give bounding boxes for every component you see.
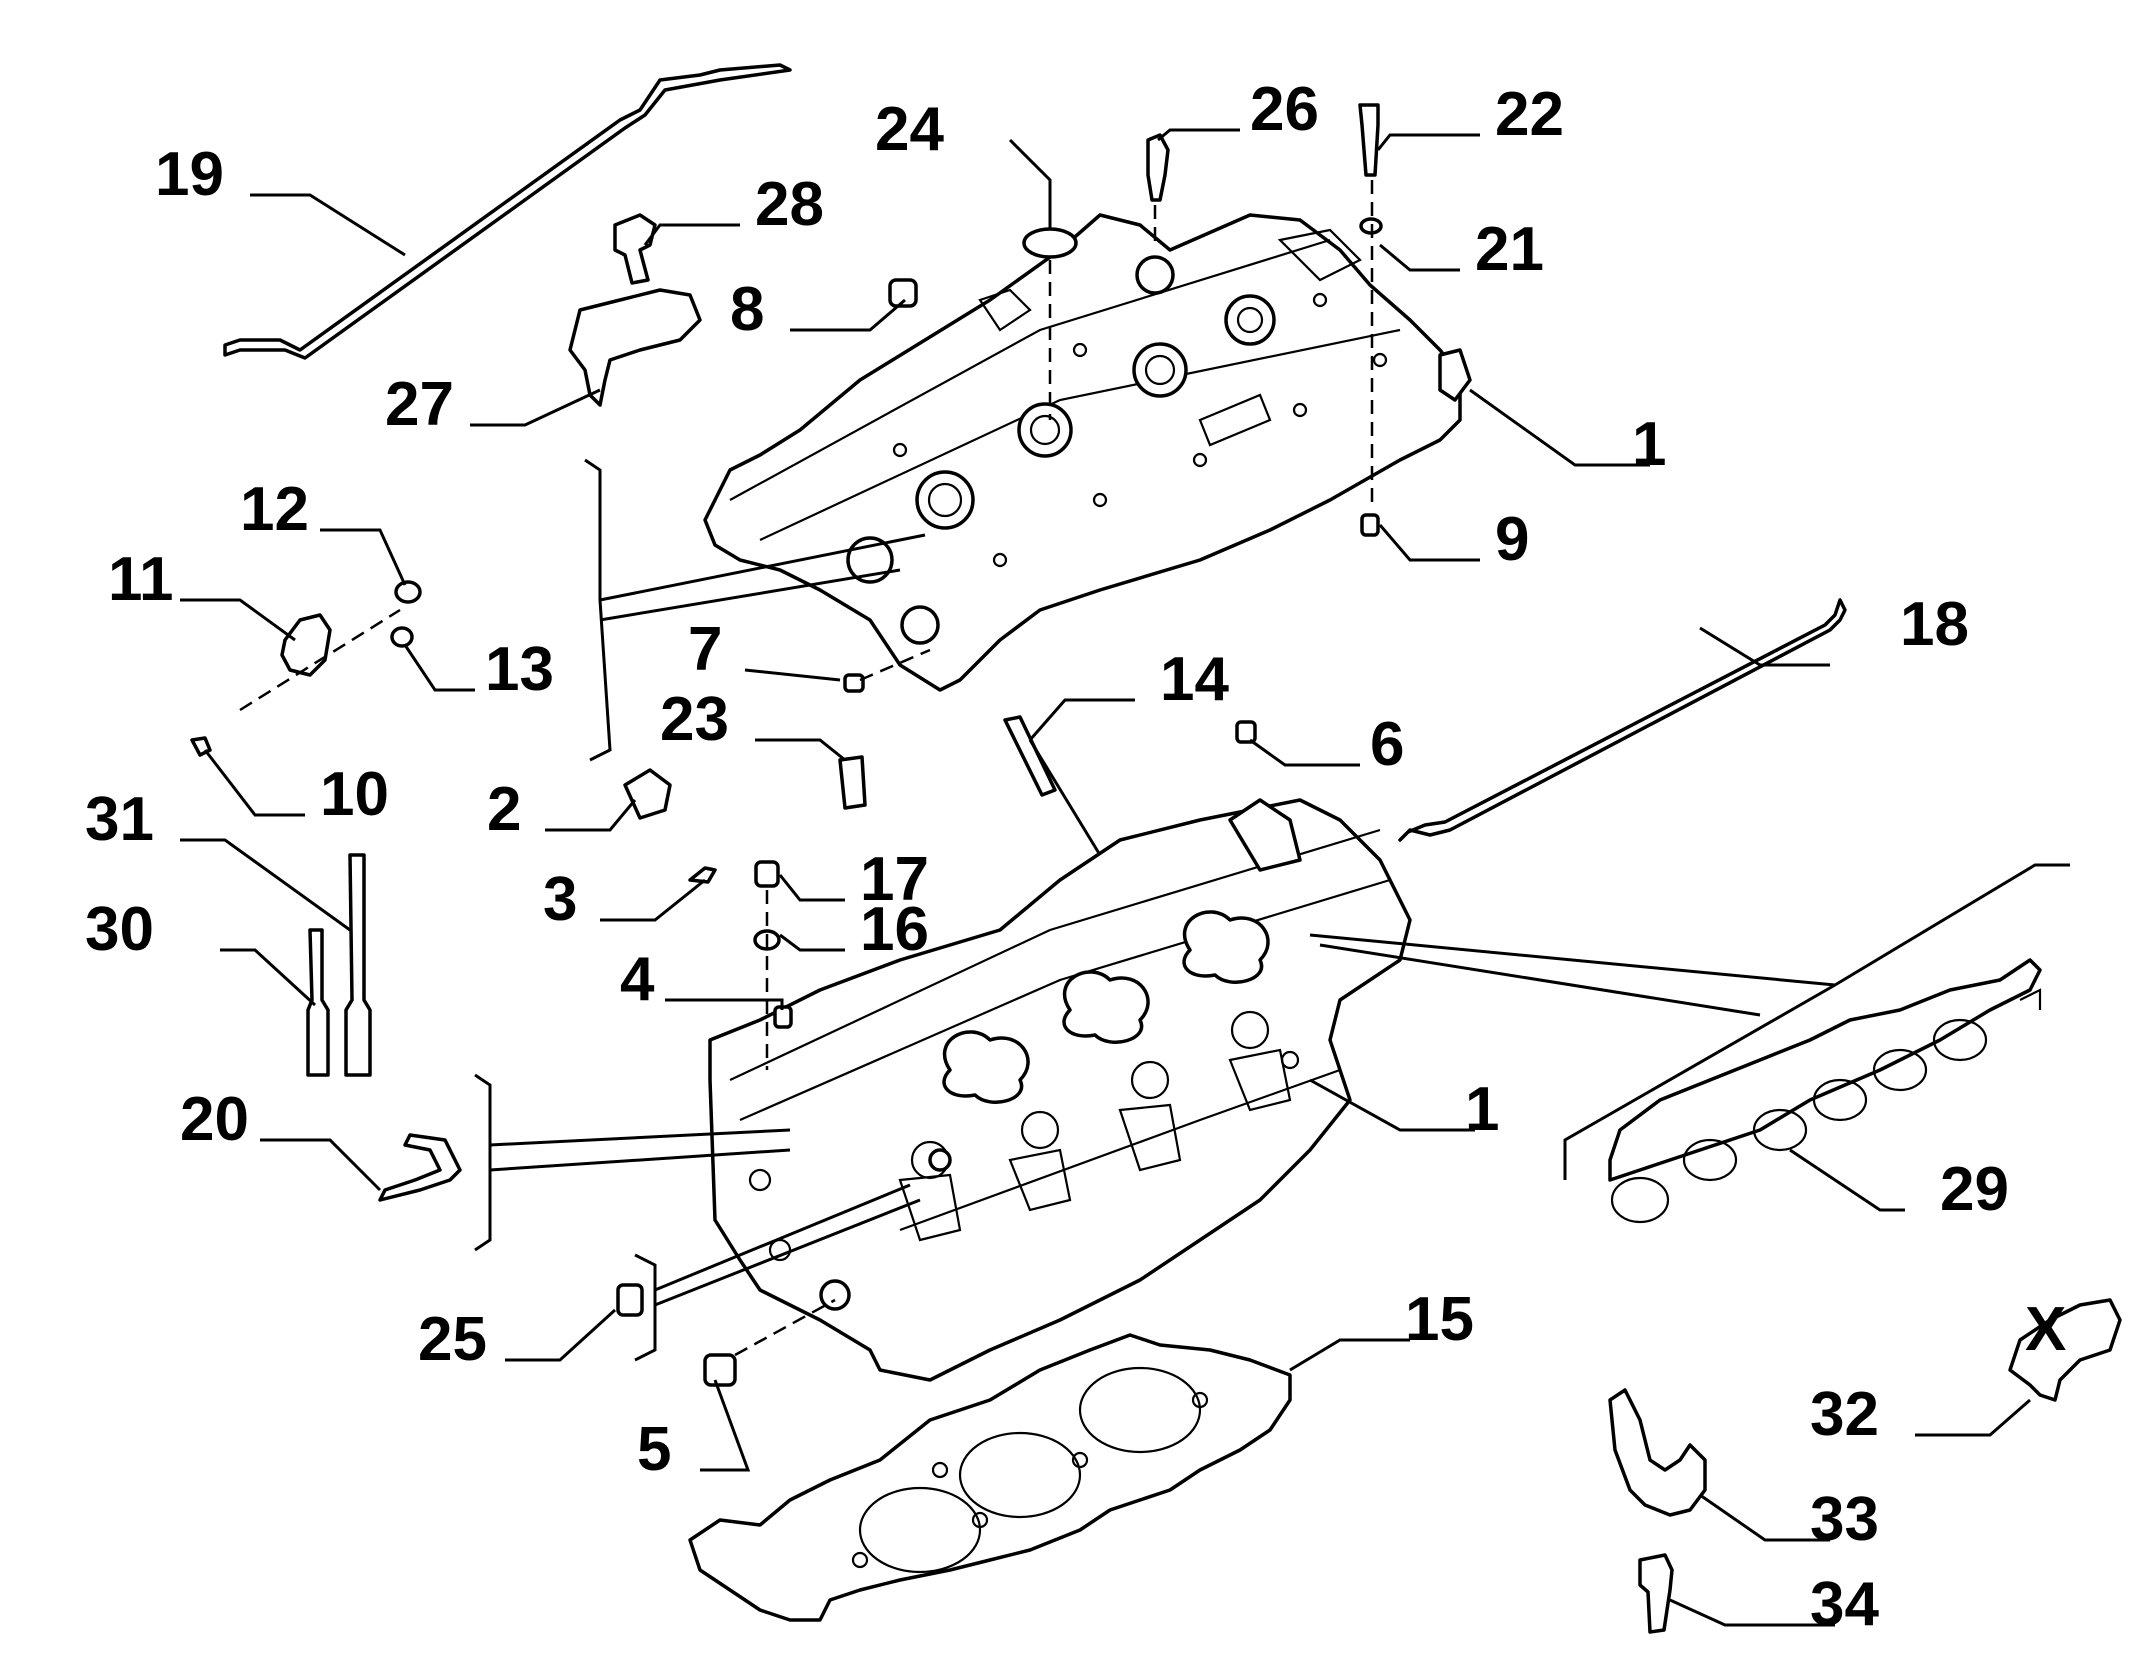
- stud-14-drawing: [1003, 715, 1057, 797]
- callout-x: X: [2025, 1295, 2066, 1364]
- o-ring-12-drawing: [394, 580, 422, 604]
- o-ring-24-drawing: [1022, 227, 1078, 259]
- callout-18: 18: [1900, 590, 1969, 659]
- sleeve-2-drawing: [623, 768, 672, 820]
- callout-23: 23: [660, 685, 729, 754]
- leader-lines: [180, 128, 2070, 1627]
- callout-34: 34: [1810, 1570, 1879, 1639]
- seal-3-drawing: [688, 866, 717, 884]
- callout-7: 7: [688, 615, 722, 684]
- pin-23-drawing: [838, 755, 867, 810]
- callout-27: 27: [385, 370, 454, 439]
- callout-3: 3: [543, 865, 577, 934]
- head-gasket-drawing: [688, 1333, 1292, 1622]
- callout-4: 4: [620, 945, 655, 1014]
- cap-17-drawing: [754, 860, 780, 888]
- callout-13: 13: [485, 635, 554, 704]
- callout-16: 16: [860, 895, 929, 964]
- callout-28: 28: [755, 170, 824, 239]
- dowel-6-drawing: [1235, 720, 1257, 744]
- callout-6: 6: [1370, 710, 1404, 779]
- callout-20: 20: [180, 1085, 249, 1154]
- callout-10: 10: [320, 760, 389, 829]
- callout-19: 19: [155, 140, 224, 209]
- intake-gasket-drawing: [1608, 958, 2042, 1224]
- rod-30-drawing: [306, 928, 330, 1077]
- lower-cylinder-head-drawing: [708, 798, 1412, 1382]
- clip-20-drawing: [378, 1133, 462, 1202]
- oil-rod-19-drawing: [223, 63, 792, 360]
- dowel-7-drawing: [843, 673, 865, 693]
- axis-line: [734, 1298, 836, 1357]
- callout-32: 32: [1810, 1380, 1879, 1449]
- callout-1-lower: 1: [1465, 1075, 1499, 1144]
- o-ring-13-drawing: [390, 626, 414, 648]
- callout-29: 29: [1940, 1155, 2009, 1224]
- clamp-33-drawing: [1608, 1388, 1707, 1517]
- bolt-34-drawing: [1638, 1553, 1674, 1634]
- callout-31: 31: [85, 785, 154, 854]
- callout-5: 5: [637, 1415, 671, 1484]
- bush-5-drawing: [703, 1353, 737, 1387]
- callout-21: 21: [1475, 215, 1544, 284]
- callout-33: 33: [1810, 1485, 1879, 1554]
- oil-rod-18-drawing: [1398, 598, 1847, 842]
- bolt-22-drawing: [1358, 103, 1380, 177]
- callout-25: 25: [418, 1305, 487, 1374]
- callout-22: 22: [1495, 80, 1564, 149]
- callout-26: 26: [1250, 75, 1319, 144]
- dowel-9-drawing: [1360, 513, 1380, 537]
- rod-31-drawing: [344, 853, 372, 1077]
- callout-14: 14: [1160, 645, 1229, 714]
- bracket-27-drawing: [568, 288, 702, 407]
- callout-24: 24: [875, 95, 944, 164]
- callout-30: 30: [85, 895, 154, 964]
- bolt-28-drawing: [613, 213, 657, 285]
- callout-2: 2: [487, 775, 521, 844]
- bracket-32-drawing: [2008, 1298, 2122, 1402]
- sensor-26-drawing: [1146, 133, 1170, 202]
- axis-line: [239, 608, 401, 712]
- sensor-11-drawing: [280, 613, 332, 677]
- plug-8-drawing: [888, 278, 918, 308]
- callout-12: 12: [240, 475, 309, 544]
- callout-15: 15: [1405, 1285, 1474, 1354]
- callout-labels: 1 1 2 3 4 5 6 7 8 9 10 11 12 13 14 15 16…: [85, 75, 2066, 1639]
- dowel-25-drawing: [616, 1283, 644, 1317]
- callout-17: 17: [860, 845, 929, 914]
- axis-line: [859, 648, 931, 682]
- callout-1-upper: 1: [1632, 410, 1666, 479]
- callout-8: 8: [730, 275, 764, 344]
- callout-9: 9: [1495, 505, 1529, 574]
- upper-cylinder-head-drawing: [703, 213, 1472, 692]
- callout-11: 11: [108, 545, 174, 614]
